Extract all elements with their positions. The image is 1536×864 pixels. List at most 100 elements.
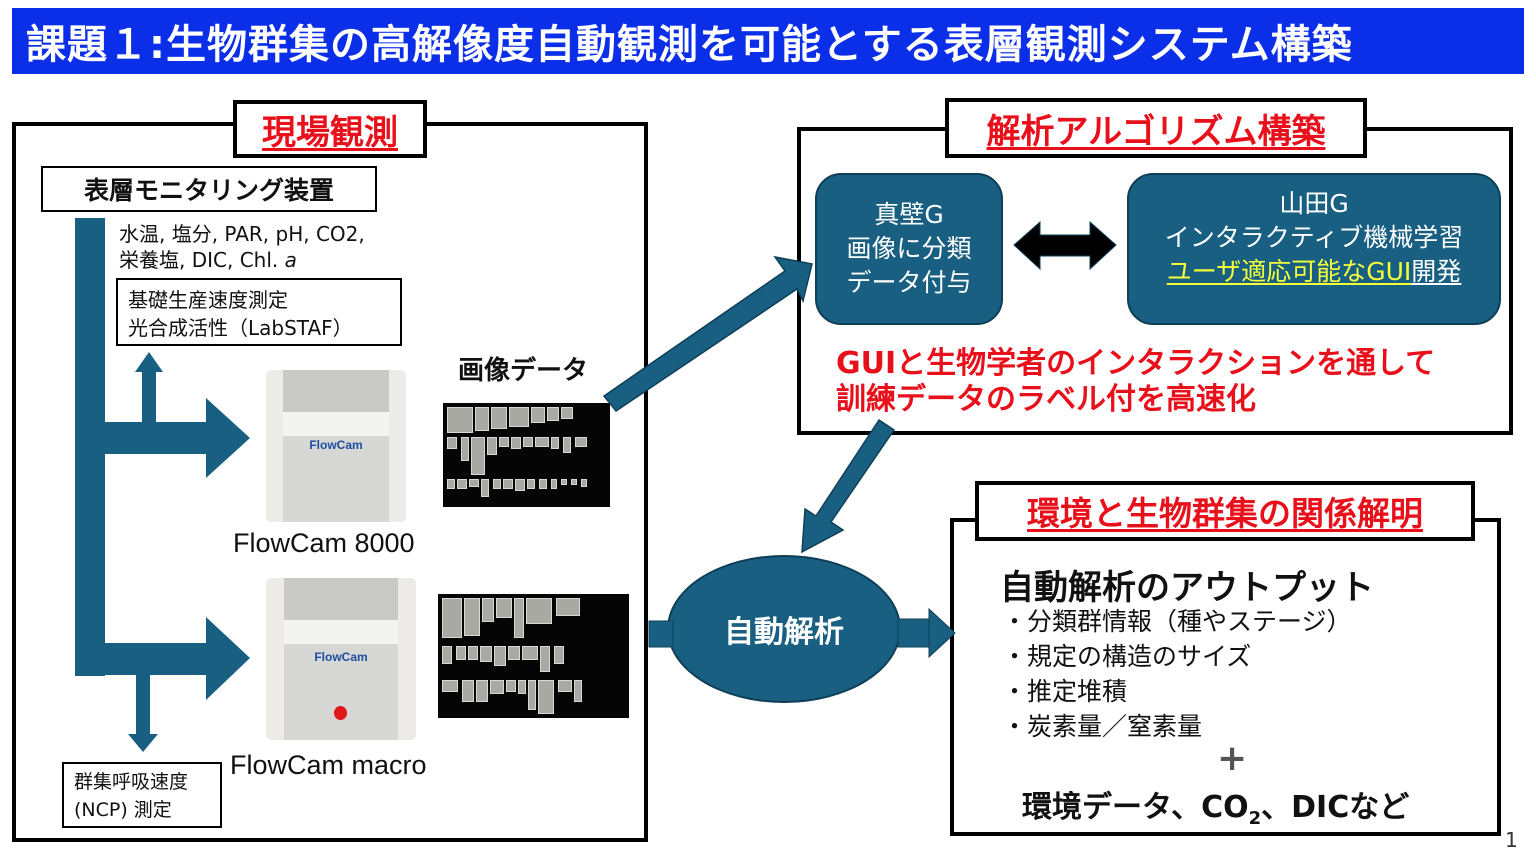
plankton-thumbnail — [540, 646, 550, 672]
device-side-panel — [398, 578, 416, 740]
device-side-panel — [389, 370, 406, 522]
plankton-thumbnail — [547, 407, 559, 421]
plankton-thumbnail — [539, 479, 547, 489]
respiration-line-1: 群集呼吸速度 — [74, 771, 189, 793]
arrow-analysis-shaft — [897, 618, 931, 648]
algorithm-frame-label: 解析アルゴリズム構築 — [945, 98, 1367, 158]
primary-production-line-1: 基礎生産速度測定 — [128, 288, 288, 312]
flowcam-logo: FlowCam — [314, 650, 368, 664]
plankton-thumbnail — [457, 479, 467, 489]
yamada-group-gui-line: ユーザ適応可能なGUI開発 — [1167, 255, 1462, 289]
plankton-thumbnail — [581, 479, 587, 487]
parameters-line-2: 栄養塩, DIC, Chl. a — [119, 244, 297, 273]
plankton-thumbnail — [496, 598, 512, 618]
flowcam-logo: FlowCam — [309, 438, 363, 452]
flowcam-8000-caption: FlowCam 8000 — [233, 528, 415, 558]
image-data-label: 画像データ — [458, 356, 589, 386]
plankton-thumbnail — [571, 479, 577, 485]
plankton-thumbnail — [461, 437, 469, 461]
plankton-thumbnail — [442, 680, 458, 692]
plankton-thumbnail — [551, 479, 557, 489]
plankton-thumbnail — [509, 407, 529, 427]
algorithm-note-line-2: 訓練データのラベル付を高速化 — [836, 382, 1256, 417]
environment-data-text: 環境データ、CO2、DICなど — [1022, 782, 1409, 829]
device-top-panel — [282, 370, 390, 412]
monitoring-device-label: 表層モニタリング装置 — [41, 166, 377, 212]
plankton-thumbnail — [515, 479, 525, 491]
plankton-thumbnail — [490, 680, 504, 694]
gui-highlight-text: ユーザ適応可能なGUI — [1166, 257, 1412, 286]
output-item: ・炭素量／窒素量 — [1002, 712, 1203, 741]
device-slot — [284, 620, 398, 644]
plankton-thumbnail — [528, 680, 536, 710]
plankton-thumbnail — [561, 479, 567, 485]
plankton-thumbnail — [456, 646, 466, 660]
plankton-image-grid-1 — [443, 403, 610, 507]
plankton-thumbnail — [493, 479, 501, 489]
page-number: 1 — [1505, 828, 1518, 852]
plankton-thumbnail — [511, 437, 521, 449]
algorithm-note-line-1: GUIと生物学者のインタラクションを通して — [836, 346, 1436, 381]
device-top-panel — [284, 578, 398, 620]
plankton-thumbnail — [523, 437, 533, 447]
makabe-group-name: 真壁G — [874, 200, 944, 229]
plankton-thumbnail — [575, 437, 587, 447]
plankton-thumbnail — [574, 680, 582, 702]
flowcam-macro-photo: FlowCam — [266, 578, 416, 740]
plankton-thumbnail — [522, 646, 538, 660]
plankton-thumbnail — [482, 598, 494, 622]
output-list: ・分類群情報（種やステージ） ・規定の構造のサイズ ・推定堆積 ・炭素量／窒素量 — [1002, 604, 1352, 744]
output-item: ・推定堆積 — [1002, 677, 1128, 706]
plus-sign: + — [1217, 738, 1248, 779]
primary-production-line-2: 光合成活性（LabSTAF） — [128, 316, 353, 340]
output-item: ・規定の構造のサイズ — [1002, 642, 1252, 671]
parameters-line-2-text: 栄養塩, DIC, Chl. — [119, 248, 285, 272]
parameters-line-1: 水温, 塩分, PAR, pH, CO2, — [119, 222, 365, 246]
primary-production-box: 基礎生産速度測定 光合成活性（LabSTAF） — [116, 278, 402, 346]
plankton-thumbnail — [494, 646, 506, 666]
yamada-group-box: 山田G インタラクティブ機械学習 ユーザ適応可能なGUI開発 — [1127, 173, 1501, 325]
plankton-thumbnail — [526, 598, 552, 624]
makabe-group-task-2: データ付与 — [846, 268, 972, 297]
device-slot — [282, 412, 390, 436]
plankton-thumbnail — [508, 646, 520, 660]
plankton-thumbnail — [487, 437, 497, 455]
chl-a-italic: a — [284, 248, 297, 272]
auto-analysis-label: 自動解析 — [724, 615, 844, 650]
respiration-box: 群集呼吸速度 (NCP) 測定 — [62, 762, 222, 828]
plankton-thumbnail — [551, 437, 559, 449]
environment-data-suffix: 、DICなど — [1261, 790, 1410, 825]
plankton-thumbnail — [442, 646, 452, 664]
arrow-algorithm-to-analysis — [801, 418, 896, 554]
plankton-thumbnail — [538, 680, 554, 714]
respiration-line-2: (NCP) 測定 — [74, 799, 172, 821]
plankton-thumbnail — [447, 407, 473, 433]
plankton-thumbnail — [491, 407, 507, 429]
makabe-group-box: 真壁G 画像に分類 データ付与 — [815, 173, 1003, 325]
relation-frame-label: 環境と生物群集の関係解明 — [975, 481, 1475, 541]
plankton-thumbnail — [469, 479, 479, 487]
plankton-thumbnail — [499, 437, 509, 447]
red-button-icon — [334, 706, 347, 720]
flowcam-macro-caption: FlowCam macro — [230, 750, 427, 780]
slide-title: 課題１:生物群集の高解像度自動観測を可能とする表層観測システム構築 — [12, 8, 1524, 74]
plankton-thumbnail — [468, 646, 478, 660]
plankton-thumbnail — [475, 407, 489, 431]
device-side-panel — [266, 370, 283, 522]
yamada-group-task: インタラクティブ機械学習 — [1164, 223, 1464, 252]
plankton-thumbnail — [527, 479, 535, 489]
plankton-thumbnail — [561, 407, 573, 419]
plankton-thumbnail — [476, 680, 488, 702]
plankton-thumbnail — [558, 680, 572, 692]
plankton-thumbnail — [535, 437, 549, 447]
plankton-thumbnail — [554, 646, 564, 664]
plankton-thumbnail — [447, 479, 455, 489]
gui-development-text: 開発 — [1411, 257, 1462, 286]
field-observation-label: 現場観測 — [233, 100, 427, 158]
plankton-thumbnail — [506, 680, 516, 692]
auto-analysis-ellipse: 自動解析 — [667, 555, 901, 703]
plankton-thumbnail — [447, 437, 457, 449]
environment-data-prefix: 環境データ、CO — [1022, 790, 1249, 825]
makabe-group-task-1: 画像に分類 — [846, 234, 972, 263]
output-item: ・分類群情報（種やステージ） — [1002, 607, 1352, 636]
